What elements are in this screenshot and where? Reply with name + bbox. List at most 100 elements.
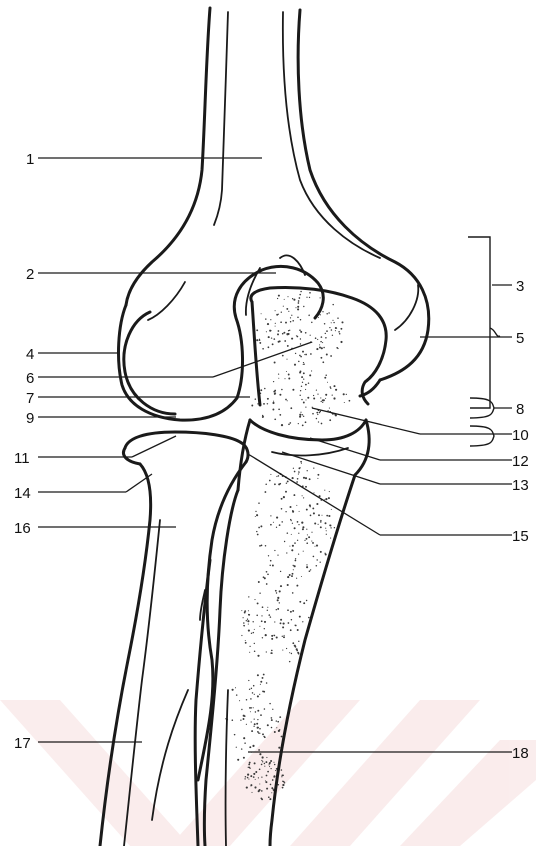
stipple-dot bbox=[330, 388, 331, 389]
stipple-dot bbox=[276, 527, 277, 528]
stipple-dot bbox=[316, 503, 318, 505]
stipple-dot bbox=[310, 353, 312, 355]
stipple-dot bbox=[309, 297, 310, 298]
stipple-dot bbox=[299, 395, 300, 396]
stipple-dot bbox=[243, 757, 245, 759]
stipple-dot bbox=[326, 530, 327, 531]
stipple-dot bbox=[256, 723, 258, 725]
stipple-dot bbox=[257, 727, 259, 729]
stipple-dot bbox=[317, 339, 318, 340]
stipple-dot bbox=[304, 540, 305, 541]
stipple-dot bbox=[292, 610, 294, 612]
stipple-dot bbox=[281, 521, 283, 523]
stipple-dot bbox=[292, 642, 294, 644]
stipple-dot bbox=[288, 378, 290, 380]
stipple-dot bbox=[306, 538, 308, 540]
stipple-dot bbox=[284, 299, 285, 300]
stipple-dot bbox=[257, 655, 259, 657]
stipple-dot bbox=[325, 394, 327, 396]
stipple-dot bbox=[300, 412, 301, 413]
stipple-dot bbox=[320, 551, 322, 553]
stipple-dot bbox=[288, 423, 290, 425]
stipple-dot bbox=[274, 550, 275, 551]
stipple-dot bbox=[264, 388, 266, 390]
stipple-dot bbox=[275, 326, 276, 327]
label-13: 13 bbox=[512, 477, 529, 494]
stipple-dot bbox=[262, 416, 264, 418]
stipple-dot bbox=[258, 749, 260, 751]
stipple-dot bbox=[261, 615, 262, 616]
stipple-dot bbox=[278, 373, 279, 374]
stipple-dot bbox=[283, 623, 285, 625]
stipple-dot bbox=[249, 652, 250, 653]
stipple-dot bbox=[268, 614, 270, 616]
stipple-dot bbox=[321, 336, 323, 338]
stipple-dot bbox=[264, 491, 266, 493]
stipple-dot bbox=[277, 599, 279, 601]
stipple-dot bbox=[325, 522, 327, 524]
stipple-dot bbox=[304, 364, 305, 365]
stipple-dot bbox=[244, 742, 246, 744]
stipple-dot bbox=[316, 559, 317, 560]
stipple-dot bbox=[272, 343, 274, 345]
stipple-dot bbox=[267, 403, 268, 404]
stipple-dot bbox=[256, 531, 257, 532]
stipple-dot bbox=[299, 414, 301, 416]
stipple-dot bbox=[271, 652, 273, 654]
stipple-dot bbox=[335, 389, 337, 391]
stipple-dot bbox=[278, 483, 280, 485]
stipple-dot bbox=[317, 474, 319, 476]
stipple-dot bbox=[281, 508, 283, 510]
stipple-dot bbox=[301, 376, 303, 378]
stipple-dot bbox=[314, 546, 315, 547]
stipple-dot bbox=[316, 390, 317, 391]
stipple-dot bbox=[307, 470, 308, 471]
stipple-dot bbox=[295, 646, 297, 648]
stipple-dot bbox=[271, 719, 273, 721]
stipple-dot bbox=[267, 771, 269, 773]
stipple-dot bbox=[259, 694, 260, 695]
stipple-dot bbox=[270, 524, 272, 526]
stipple-dot bbox=[298, 553, 299, 554]
stipple-dot bbox=[326, 534, 327, 535]
stipple-dot bbox=[298, 472, 299, 473]
stipple-dot bbox=[318, 514, 320, 516]
stipple-dot bbox=[284, 340, 286, 342]
stipple-dot bbox=[293, 494, 295, 496]
stipple-dot bbox=[330, 525, 332, 527]
stipple-dot bbox=[258, 581, 260, 583]
stipple-dot bbox=[244, 778, 245, 779]
stipple-dot bbox=[267, 610, 268, 611]
stipple-dot bbox=[297, 478, 299, 480]
stipple-dot bbox=[259, 342, 261, 344]
stipple-dot bbox=[262, 691, 264, 693]
stipple-dot bbox=[279, 729, 280, 730]
stipple-dot bbox=[320, 357, 322, 359]
stipple-dot bbox=[322, 361, 324, 363]
stipple-dot bbox=[298, 300, 300, 302]
stipple-dot bbox=[287, 296, 288, 297]
stipple-dot bbox=[336, 328, 337, 329]
stipple-dot bbox=[272, 709, 273, 710]
stipple-dot bbox=[284, 378, 285, 379]
stipple-dot bbox=[246, 699, 248, 701]
stipple-dot bbox=[261, 760, 262, 761]
stipple-dot bbox=[279, 716, 281, 718]
stipple-dot bbox=[267, 573, 269, 575]
stipple-dot bbox=[260, 389, 262, 391]
stipple-dot bbox=[299, 294, 301, 296]
stipple-dot bbox=[281, 498, 283, 500]
stipple-dot bbox=[261, 313, 262, 314]
stipple-dot bbox=[270, 768, 271, 769]
stipple-dot bbox=[248, 624, 249, 625]
stipple-dot bbox=[251, 730, 253, 732]
stipple-dot bbox=[254, 762, 256, 764]
stipple-dot bbox=[291, 575, 293, 577]
stipple-dot bbox=[256, 615, 258, 617]
label-8: 8 bbox=[516, 401, 524, 418]
stipple-dot bbox=[328, 515, 330, 517]
stipple-dot bbox=[288, 622, 290, 624]
stipple-dot bbox=[267, 323, 269, 325]
stipple-dot bbox=[286, 359, 287, 360]
stipple-dot bbox=[303, 362, 304, 363]
